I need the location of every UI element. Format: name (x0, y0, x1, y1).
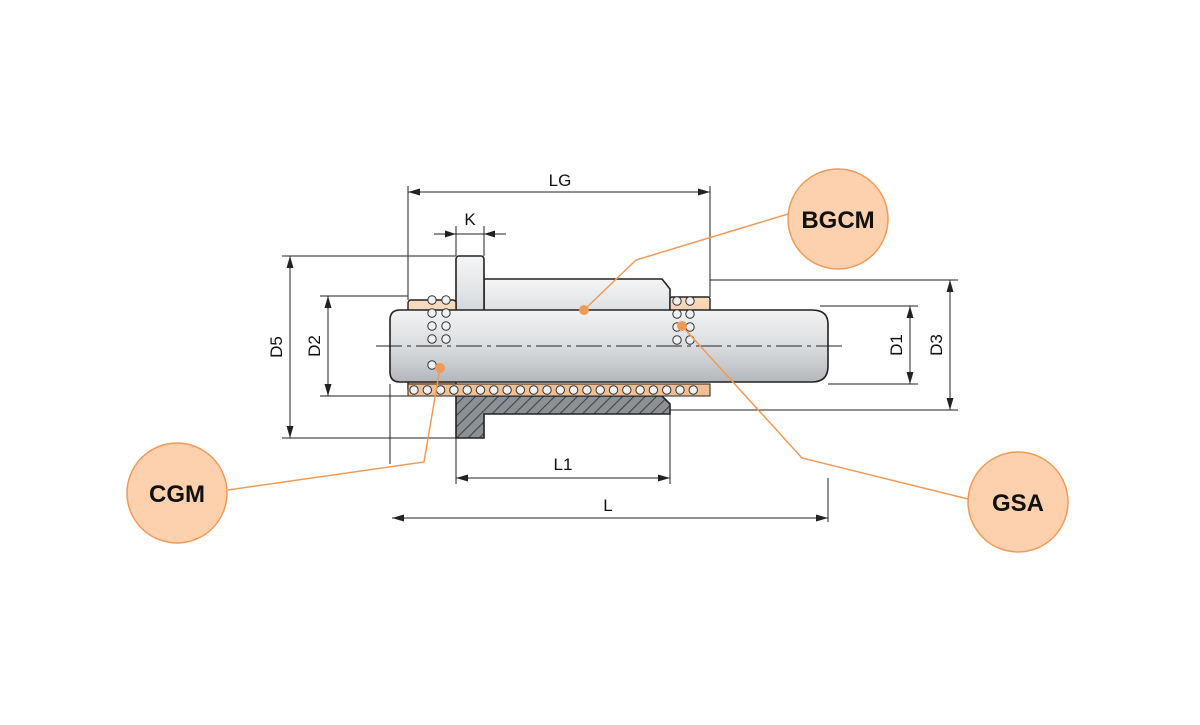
ball-bearing (427, 308, 437, 318)
ball-bearing (427, 321, 437, 331)
ball-bearing (435, 385, 446, 395)
ball-bearing (568, 385, 579, 395)
ball-bearing (441, 334, 451, 344)
ball-bearing (622, 385, 632, 395)
callout-label-cgm: CGM (149, 481, 205, 508)
ball-bearing (475, 385, 486, 395)
callout-leaders (227, 213, 973, 501)
ball-bearing (582, 385, 592, 395)
ball-bearing (672, 309, 682, 319)
ball-bearing (595, 385, 605, 395)
ball-bearing (672, 335, 682, 345)
ball-bearing (688, 385, 698, 395)
ball-bearing (529, 385, 539, 395)
bushing-section-lower (455, 395, 671, 439)
ball-bearing (489, 385, 499, 395)
dim-label-d1: D1 (887, 334, 906, 356)
ball-bearing (515, 385, 526, 395)
dim-label-d3: D3 (927, 334, 946, 356)
dim-label-l: L (603, 496, 612, 515)
ball-bearing (409, 385, 419, 395)
ball-bearing (502, 385, 512, 395)
ball-bearing (648, 385, 659, 395)
ball-bearing (462, 385, 472, 395)
dimension-arrows (286, 188, 954, 522)
ball-bearing (449, 385, 459, 395)
ball-bearing (441, 321, 451, 331)
ball-bearing (427, 295, 437, 305)
ball-bearing (635, 385, 645, 395)
ball-bearing (441, 295, 451, 305)
ball-bearing (685, 296, 695, 306)
callout-dots (435, 305, 687, 373)
ball-bearing (608, 385, 619, 395)
callout-bgcm: BGCM (787, 168, 889, 270)
dim-label-lg: LG (549, 171, 572, 190)
dim-label-d2: D2 (305, 335, 324, 357)
callout-label-gsa: GSA (992, 490, 1044, 517)
dim-label-k: K (464, 210, 476, 229)
ball-bearing (675, 385, 685, 395)
ball-bearing (555, 385, 565, 395)
dim-label-d5: D5 (267, 336, 286, 358)
callout-label-bgcm: BGCM (801, 207, 874, 234)
ball-bearing (427, 334, 437, 344)
ball-bearings (409, 295, 698, 395)
ball-bearing (441, 308, 451, 318)
ball-bearing (542, 385, 552, 395)
callout-gsa: GSA (967, 451, 1069, 553)
ball-bearing (685, 322, 695, 332)
callout-cgm: CGM (126, 442, 228, 544)
ball-bearing (422, 385, 432, 395)
ball-bearing (672, 296, 682, 306)
ball-bearing (685, 309, 695, 319)
dim-label-l1: L1 (554, 455, 573, 474)
ball-bearing (662, 385, 672, 395)
ball-bearing (427, 360, 437, 370)
